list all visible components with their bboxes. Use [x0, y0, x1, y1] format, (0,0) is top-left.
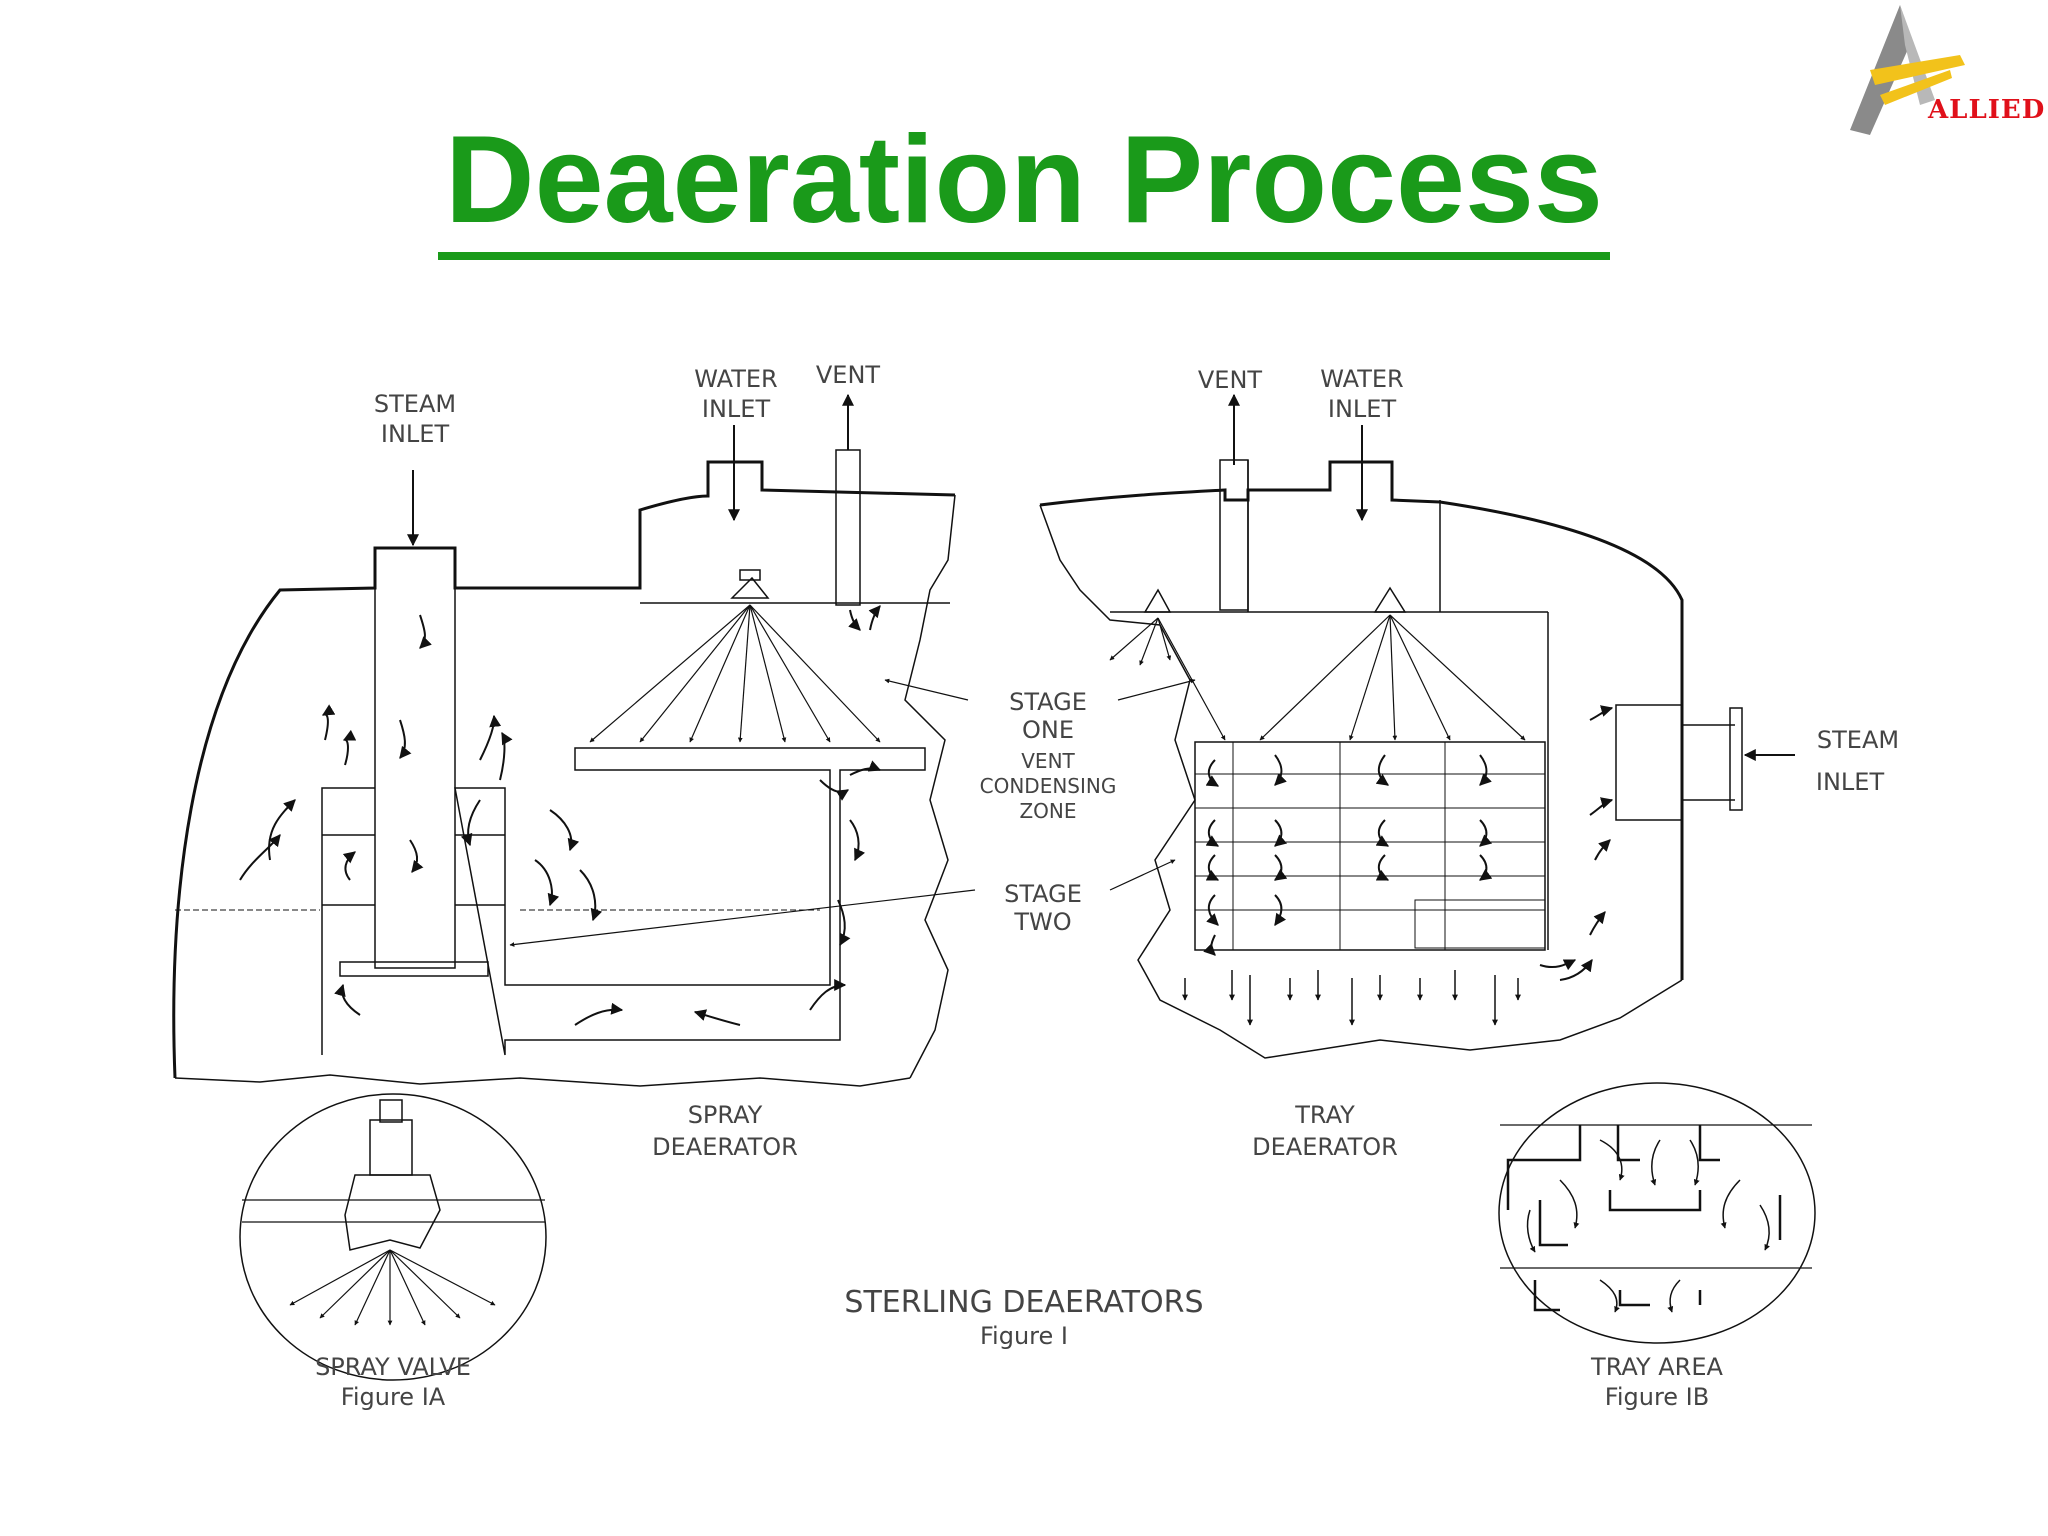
caption-title: STERLING DEAERATORS	[844, 1285, 1203, 1320]
tray-area-figure: Figure IB	[1605, 1383, 1709, 1411]
tray-steam-inlet-label-line1: STEAM	[1817, 726, 1899, 754]
tray-drop-arrows	[1182, 970, 1521, 1026]
vent-zone-label-line2: CONDENSING	[980, 774, 1117, 798]
page-title: Deaeration Process	[445, 111, 1603, 249]
stage-one-label-line1: STAGE	[1009, 688, 1087, 716]
tray-area-title: TRAY AREA	[1590, 1353, 1723, 1381]
tray-vent-label: VENT	[1198, 366, 1263, 394]
tray-water-inlet-label-line2: INLET	[1328, 395, 1397, 423]
allied-logo: ALLIED	[1840, 0, 2048, 150]
tray-flow-arrows	[1203, 705, 1614, 981]
spray-name-line1: SPRAY	[688, 1101, 763, 1129]
leader-lines	[509, 678, 1196, 947]
spray-valve-title: SPRAY VALVE	[315, 1353, 471, 1381]
allied-logo-mark-icon	[1850, 5, 1965, 135]
tray-area-inset	[1498, 1082, 1816, 1344]
tray-steam-inlet-label-line2: INLET	[1816, 768, 1885, 796]
tray-inlet-arrows	[1228, 393, 1795, 761]
tray-name-line2: DEAERATOR	[1252, 1133, 1398, 1161]
title-underline	[438, 252, 1610, 260]
caption-figure: Figure I	[980, 1322, 1068, 1350]
tray-name-line1: TRAY	[1294, 1101, 1355, 1129]
spray-valve-figure: Figure IA	[341, 1383, 446, 1411]
tray-deaerator	[1039, 459, 1743, 1059]
diagram-labels: STEAM INLET WATER INLET VENT SPRAY DEAER…	[315, 361, 1899, 1411]
spray-valve-inset	[239, 1093, 547, 1381]
spray-jets	[589, 604, 881, 743]
stage-one-label-line2: ONE	[1022, 716, 1074, 744]
vent-zone-label-line3: ZONE	[1019, 799, 1076, 823]
spray-inlet-arrows	[407, 393, 854, 547]
spray-valve-jets	[289, 1249, 496, 1326]
spray-flow-arrows	[239, 605, 882, 1026]
spray-water-inlet-label-line1: WATER	[694, 365, 777, 393]
stage-two-label-line2: TWO	[1013, 908, 1071, 936]
vent-zone-label-line1: VENT	[1021, 749, 1075, 773]
allied-logo-text: ALLIED	[1928, 95, 2046, 125]
spray-water-inlet-label-line2: INLET	[702, 395, 771, 423]
tray-water-inlet-label-line1: WATER	[1320, 365, 1403, 393]
tray-spray-jets	[1109, 614, 1526, 741]
spray-deaerator	[172, 449, 956, 1087]
stage-two-label-line1: STAGE	[1004, 880, 1082, 908]
spray-steam-inlet-label-line1: STEAM	[374, 390, 456, 418]
spray-steam-inlet-label-line2: INLET	[381, 420, 450, 448]
spray-vent-label: VENT	[816, 361, 881, 389]
tray-area-flow-arrows	[1526, 1139, 1771, 1313]
spray-name-line2: DEAERATOR	[652, 1133, 798, 1161]
